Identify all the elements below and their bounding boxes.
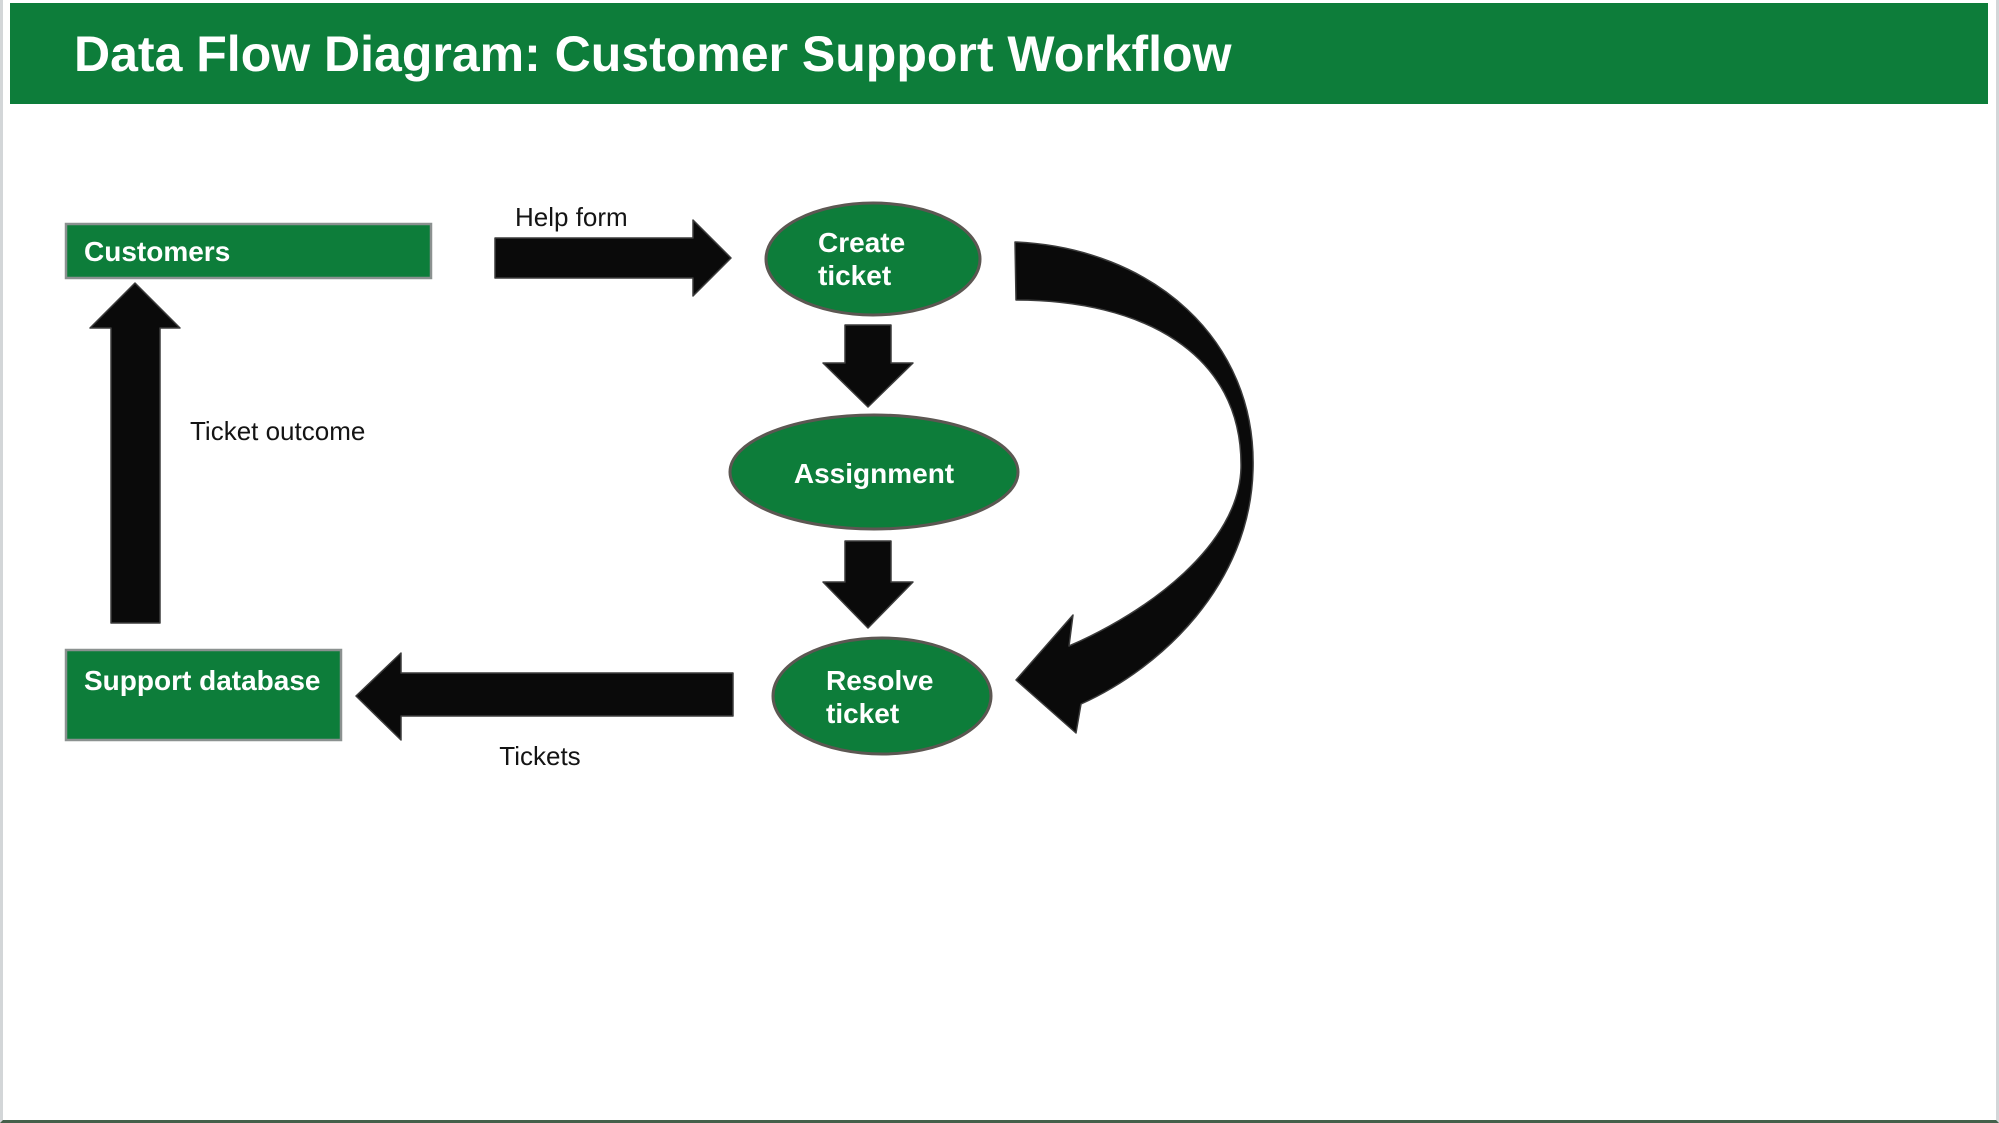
process-resolve-ticket-label-line2: ticket [826,698,899,729]
process-assignment [728,413,1020,531]
process-create-ticket-label-line2: ticket [818,260,891,291]
flow-create-to-resolve-curved-arrow [1014,241,1254,734]
page-header: Data Flow Diagram: Customer Support Work… [10,3,1988,104]
flow-assignment-to-resolve-arrow [822,540,914,629]
process-resolve-ticket [771,636,993,756]
diagram-canvas: Customers Support database Create ticket… [64,201,1254,771]
flow-ticket-outcome-arrow [89,282,181,624]
entity-support-database [64,648,343,742]
process-create-ticket-label-line1: Create [818,227,905,258]
entity-support-database-label: Support database [84,665,320,696]
process-resolve-ticket-label-line1: Resolve [826,665,933,696]
flow-tickets-label: Tickets [499,741,580,771]
process-create-ticket [764,201,982,317]
process-assignment-label: Assignment [794,458,954,489]
flow-help-form-arrow [494,219,732,297]
entity-customers [64,222,433,280]
flow-tickets-arrow [355,652,734,741]
entity-customers-label: Customers [84,236,230,267]
flow-ticket-outcome-label: Ticket outcome [190,416,365,446]
flow-create-to-assignment-arrow [822,324,914,408]
flow-help-form-label: Help form [515,202,628,232]
page-title: Data Flow Diagram: Customer Support Work… [74,25,1232,82]
